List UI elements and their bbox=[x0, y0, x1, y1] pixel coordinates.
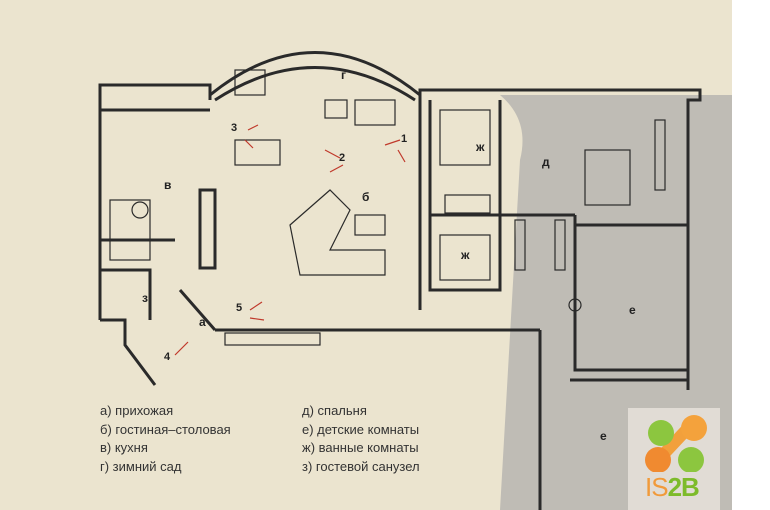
legend-item: д) спальня bbox=[302, 403, 367, 418]
room-label-a: а bbox=[199, 315, 206, 329]
furniture bbox=[109, 69, 666, 346]
view-markers bbox=[174, 124, 406, 356]
marker-1: 1 bbox=[401, 133, 407, 145]
is2b-logo: IS2B bbox=[628, 408, 720, 510]
logo-text-2b: 2B bbox=[667, 472, 700, 502]
legend-left: а) прихожая б) гостиная–столовая в) кухн… bbox=[100, 402, 231, 476]
shadow-region bbox=[500, 95, 732, 510]
room-label-zh-1: ж bbox=[475, 140, 485, 154]
room-labels: г б в д ж ж з а е е 1 2 3 4 5 bbox=[142, 68, 636, 443]
legend-item: е) детские комнаты bbox=[302, 421, 420, 437]
legend-item: ж) ванные комнаты bbox=[302, 440, 419, 455]
marker-5: 5 bbox=[236, 302, 242, 314]
logo-text-is: IS bbox=[645, 472, 669, 502]
walls bbox=[98, 51, 702, 510]
legend-item: г) зимний сад bbox=[100, 458, 182, 474]
room-label-b: б bbox=[362, 190, 369, 204]
room-label-e-2: е bbox=[600, 429, 607, 443]
legend-item: б) гостиная–столовая bbox=[100, 421, 231, 437]
marker-4: 4 bbox=[164, 351, 171, 363]
room-label-d: д bbox=[542, 155, 550, 169]
marker-2: 2 bbox=[339, 152, 345, 164]
legend-item: в) кухня bbox=[100, 440, 148, 455]
legend-item: з) гостевой санузел bbox=[302, 458, 420, 474]
room-label-e-1: е bbox=[629, 303, 636, 317]
room-label-g: г bbox=[341, 68, 346, 82]
legend-right: д) спальня е) детские комнаты ж) ванные … bbox=[302, 402, 420, 476]
room-label-v: в bbox=[164, 178, 171, 192]
legend-item: а) прихожая bbox=[100, 403, 174, 418]
room-label-z: з bbox=[142, 291, 148, 305]
marker-3: 3 bbox=[231, 122, 237, 134]
room-label-zh-2: ж bbox=[460, 248, 470, 262]
logo-mark-icon bbox=[645, 415, 707, 473]
